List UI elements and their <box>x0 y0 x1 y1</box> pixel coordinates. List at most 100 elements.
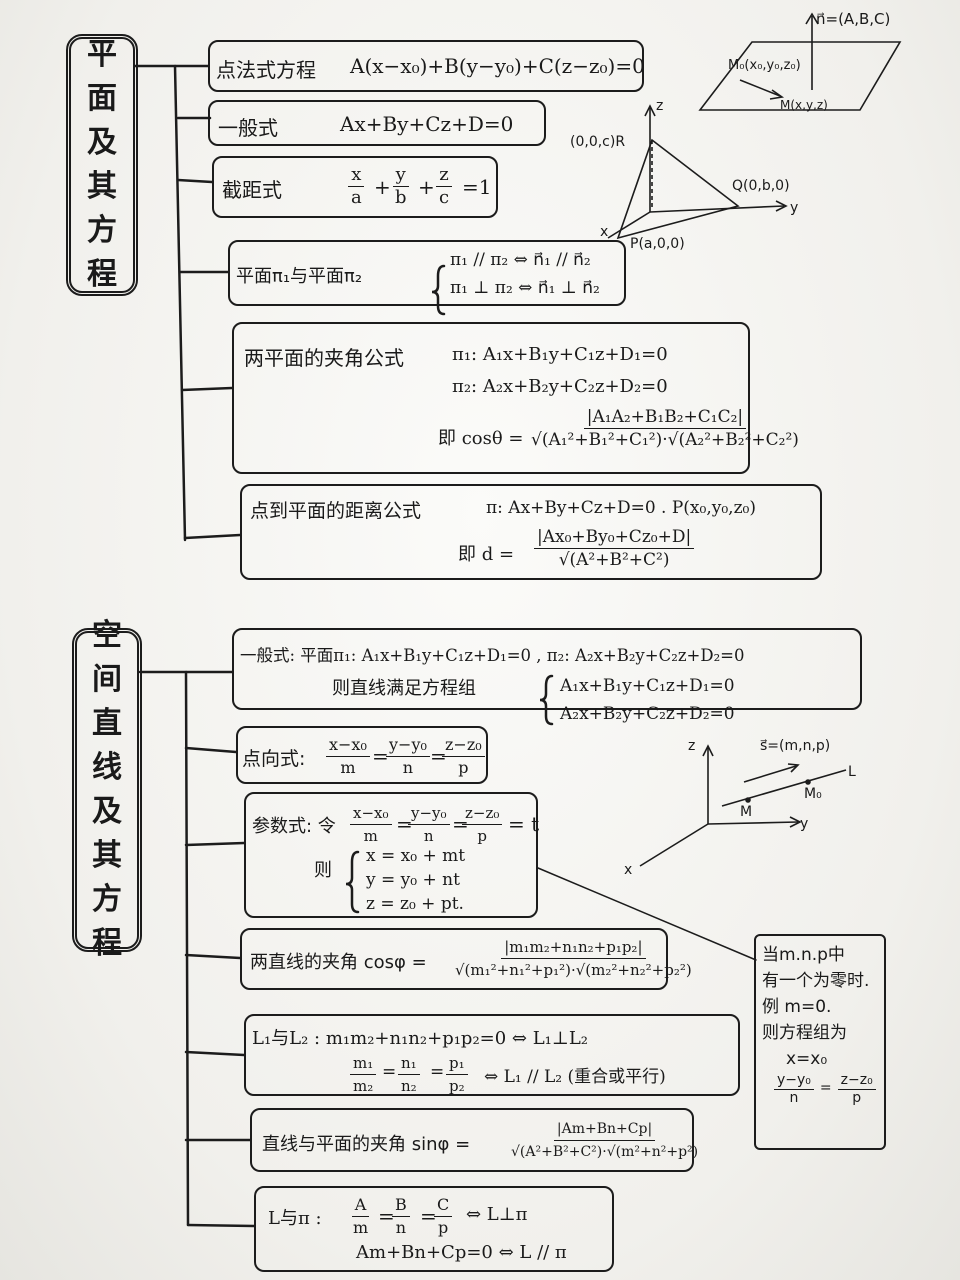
line-parallel-rule: ⇔ L₁ // L₂ (重合或平行) <box>484 1067 666 1087</box>
equals-sign: = <box>430 1062 445 1082</box>
note-line: 则方程组为 <box>762 1023 847 1043</box>
line-l <box>721 769 847 807</box>
line-section-title: 空间直线及其方程 <box>72 618 142 961</box>
intercept-label: 截距式 <box>222 178 282 202</box>
equals-sign: = <box>420 1204 437 1228</box>
plane-general-formula: Ax+By+Cz+D=0 <box>340 112 514 136</box>
line-l-label: L <box>848 764 856 780</box>
line-general-label: 一般式: 平面π₁: A₁x+B₁y+C₁z+D₁=0 , π₂: A₂x+B₂… <box>240 646 745 665</box>
y-axis <box>649 205 785 213</box>
distance-frac: |Ax₀+By₀+Cz₀+D|√(A²+B²+C²) <box>534 526 695 571</box>
m-point-label: M(x,y,z) <box>780 98 828 112</box>
z-axis-label: z <box>656 98 664 114</box>
plane-angle-label: 两平面的夹角公式 <box>244 346 404 370</box>
plane-parallel-rule: π₁ // π₂ ⇔ n⃗₁ // n⃗₂ <box>450 250 591 270</box>
line-z-label: z <box>688 738 696 754</box>
direction-vector-label: s⃗=(m,n,p) <box>760 738 831 754</box>
plane-angle-frac: |A₁A₂+B₁B₂+C₁C₂|√(A₁²+B₁²+C₁²)·√(A₂²+B₂²… <box>531 407 799 450</box>
note-line: 例 m=0. <box>762 997 832 1017</box>
distance-box: 点到平面的距离公式 π: Ax+By+Cz+D=0 . P(x₀,y₀,z₀) … <box>240 484 822 580</box>
plane-perp-rule: π₁ ⊥ π₂ ⇔ n⃗₁ ⊥ n⃗₂ <box>450 278 600 298</box>
param-z: z = z₀ + pt. <box>366 894 464 914</box>
note-line: 当m.n.p中 <box>762 945 845 965</box>
param-y: y = y₀ + nt <box>366 870 460 890</box>
line-general-eq1: A₁x+B₁y+C₁z+D₁=0 <box>560 676 735 696</box>
point-normal-formula: A(x−x₀)+B(y−y₀)+C(z−z₀)=0 <box>350 54 645 78</box>
parametric-label: 参数式: 令 <box>252 816 336 837</box>
y-axis-label: y <box>790 200 799 216</box>
plane-angle-box: 两平面的夹角公式 π₁: A₁x+B₁y+C₁z+D₁=0 π₂: A₂x+B₂… <box>232 322 799 474</box>
x-axis-label: x <box>600 224 609 240</box>
line-angle-label: 两直线的夹角 cosφ = <box>250 952 427 973</box>
point-normal-label: 点法式方程 <box>216 58 316 82</box>
param-then: 则 <box>314 860 332 881</box>
note-line: 有一个为零时. <box>762 971 870 991</box>
line-general-label2: 则直线满足方程组 <box>332 678 476 699</box>
param-rhs: = t <box>508 812 540 836</box>
line-x-axis <box>639 823 709 867</box>
point-p-label: P(a,0,0) <box>630 236 685 252</box>
plane-relation-box: 平面π₁与平面π₂ π₁ // π₂ ⇔ n⃗₁ // n⃗₂ π₁ ⊥ π₂ … <box>228 240 626 306</box>
line-angle-frac: |m₁m₂+n₁n₂+p₁p₂|√(m₁²+n₁²+p₁²)·√(m₂²+n₂²… <box>455 938 692 979</box>
line-plane-angle-label: 直线与平面的夹角 sinφ = <box>262 1134 471 1155</box>
point-r-label: (0,0,c)R <box>570 134 626 150</box>
plane-general-box: 一般式 Ax+By+Cz+D=0 <box>208 100 546 146</box>
m0m-vector-arrow <box>739 79 781 97</box>
line-y-axis <box>707 821 799 825</box>
lp-parallel-rule: Am+Bn+Cp=0 ⇔ L // π <box>356 1242 567 1263</box>
line-angle-box: 两直线的夹角 cosφ = |m₁m₂+n₁n₂+p₁p₂|√(m₁²+n₁²+… <box>240 928 692 990</box>
equals-sign: = <box>378 1204 395 1228</box>
plane-parallelogram <box>698 41 902 111</box>
equals-sign: = <box>452 812 469 836</box>
line-plane-angle-box: 直线与平面的夹角 sinφ = |Am+Bn+Cp|√(A²+B²+C²)·√(… <box>250 1108 698 1172</box>
intercept-triangle <box>616 138 740 240</box>
plane-general-label: 一般式 <box>218 116 278 140</box>
plane-angle-eq2: π₂: A₂x+B₂y+C₂z+D₂=0 <box>452 376 668 397</box>
equals-sign: = <box>372 744 389 768</box>
line-y-label: y <box>800 816 809 832</box>
equals-sign: = <box>382 1062 397 1082</box>
line-general-box: 一般式: 平面π₁: A₁x+B₁y+C₁z+D₁=0 , π₂: A₂x+B₂… <box>232 628 862 710</box>
point-m-label: M <box>740 804 753 820</box>
m0-point-label: M₀(x₀,y₀,z₀) <box>728 58 801 73</box>
plus-sign: + <box>418 175 435 199</box>
direction-vector-arrow <box>743 765 797 783</box>
lp-label: L与π : <box>268 1208 322 1229</box>
distance-prefix: 即 d = <box>458 544 515 565</box>
distance-given: π: Ax+By+Cz+D=0 . P(x₀,y₀,z₀) <box>486 498 756 518</box>
line-plane-angle-frac: |Am+Bn+Cp|√(A²+B²+C²)·√(m²+n²+p²) <box>508 1118 701 1163</box>
equals-sign: = <box>396 812 413 836</box>
equals-sign: = <box>430 744 447 768</box>
point-normal-box: 点法式方程 A(x−x₀)+B(y−y₀)+C(z−z₀)=0 <box>208 40 645 92</box>
point-m0-label: M₀ <box>804 786 822 802</box>
plane-section-title: 平面及其方程 <box>66 34 138 296</box>
plus-sign: + <box>374 175 391 199</box>
point-direction-label: 点向式: <box>242 748 306 770</box>
x-axis <box>607 211 651 239</box>
line-x-label: x <box>624 862 633 878</box>
plane-angle-eq1: π₁: A₁x+B₁y+C₁z+D₁=0 <box>452 344 668 365</box>
note-line: x=x₀ <box>786 1049 828 1069</box>
line-general-eq2: A₂x+B₂y+C₂z+D₂=0 <box>560 704 735 724</box>
normal-vector-label: n⃗=(A,B,C) <box>816 10 891 28</box>
